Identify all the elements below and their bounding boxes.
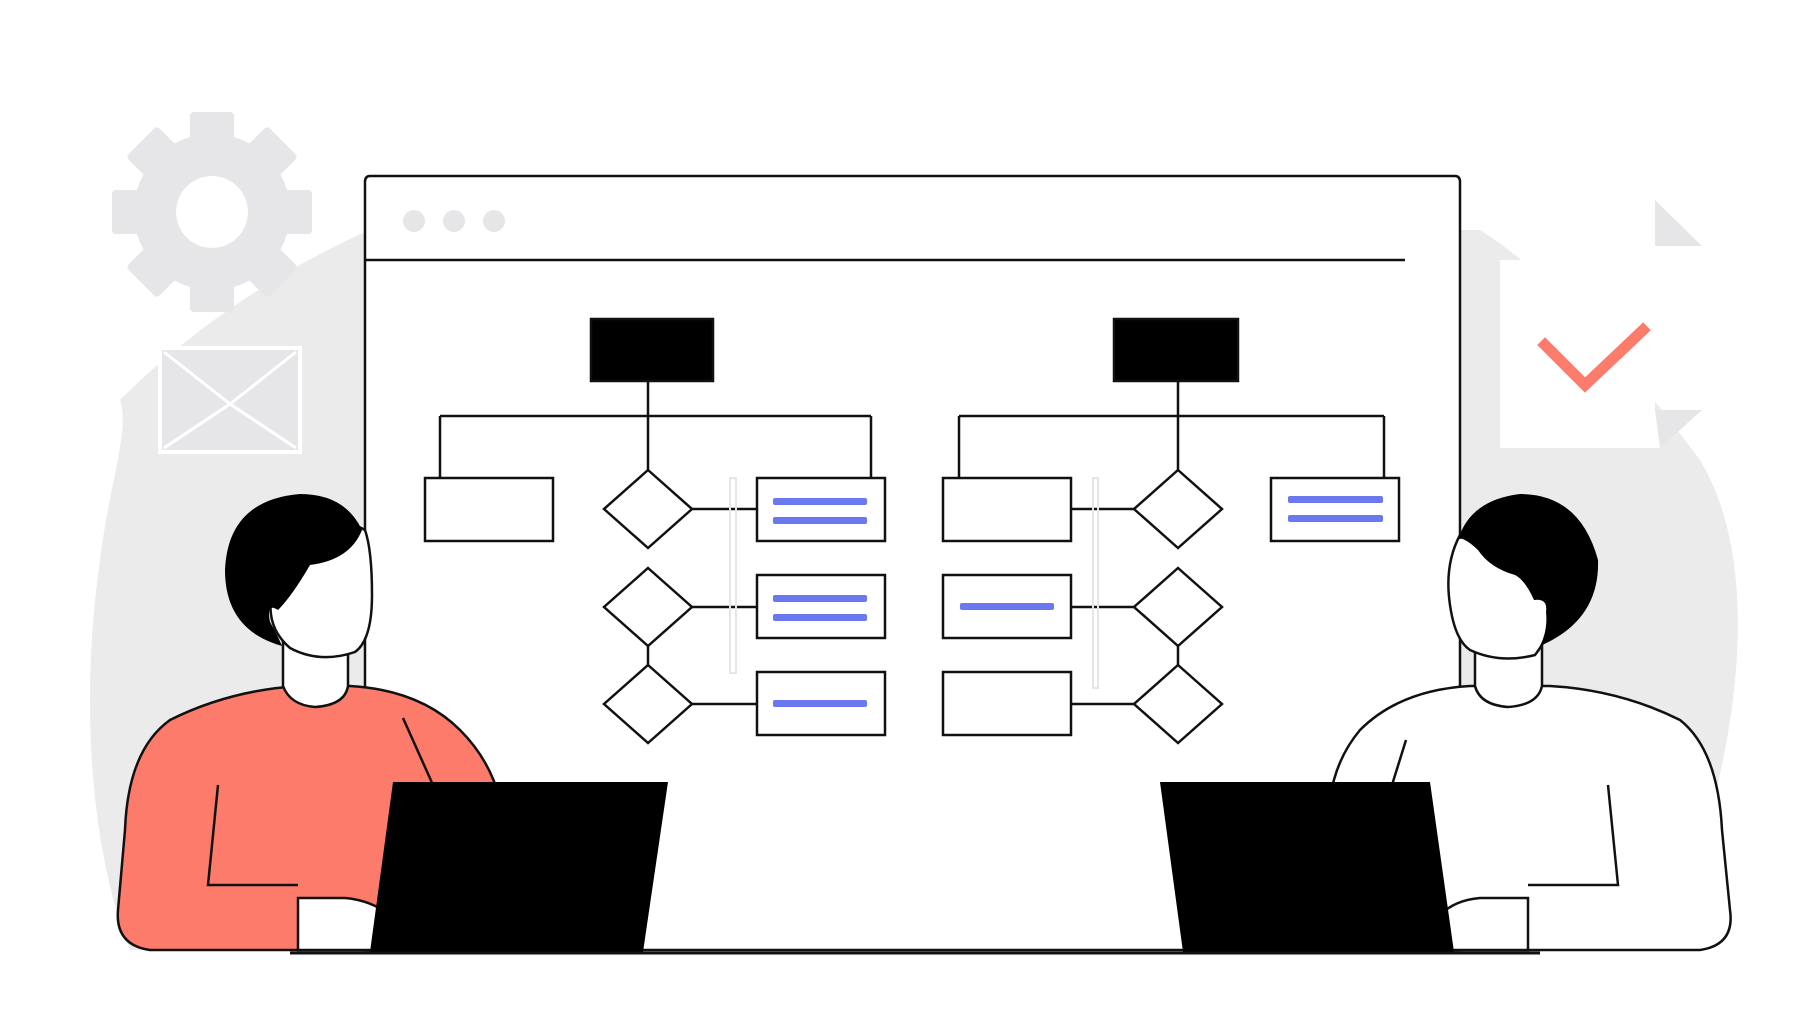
text-line [773, 517, 867, 524]
person-left-hair [225, 494, 362, 646]
flowchart-process-node [941, 670, 1073, 737]
flowchart-output-node [1269, 476, 1401, 543]
window-dot-icon [483, 210, 505, 232]
checkmark-icon [1537, 322, 1651, 393]
text-line [773, 614, 867, 621]
person-right-hand [1438, 896, 1530, 952]
flowchart-process-node [423, 476, 555, 543]
left-flowchart [423, 317, 887, 745]
flowchart-decision-node [1132, 468, 1224, 550]
text-line [1288, 496, 1383, 503]
flowchart-decision-node [602, 468, 694, 550]
right-flowchart [941, 317, 1401, 745]
flowchart-decision-node [602, 663, 694, 745]
flowchart-decision-node [1132, 663, 1224, 745]
flowchart-root-node [1112, 317, 1240, 383]
person-right-hair [1458, 494, 1599, 646]
flowchart-process-node [941, 476, 1073, 543]
text-line [1288, 515, 1383, 522]
text-line [773, 498, 867, 505]
laptop-right [1160, 782, 1454, 952]
flowchart-decision-node [1132, 566, 1224, 648]
window-dot-icon [403, 210, 425, 232]
text-line [960, 603, 1054, 610]
flowchart-output-node [755, 476, 887, 543]
left-flowchart-text-lines [773, 498, 867, 707]
gear-icon [112, 112, 312, 312]
flowchart-decision-node [602, 566, 694, 648]
flowchart-root-node [589, 317, 715, 383]
text-line [773, 700, 867, 707]
laptop-left [370, 782, 668, 952]
right-flowchart-text-lines [960, 496, 1383, 610]
window-dot-icon [443, 210, 465, 232]
flowchart-output-node [755, 573, 887, 640]
envelope-icon [158, 346, 302, 454]
text-line [773, 595, 867, 602]
document-icon [1500, 200, 1702, 448]
